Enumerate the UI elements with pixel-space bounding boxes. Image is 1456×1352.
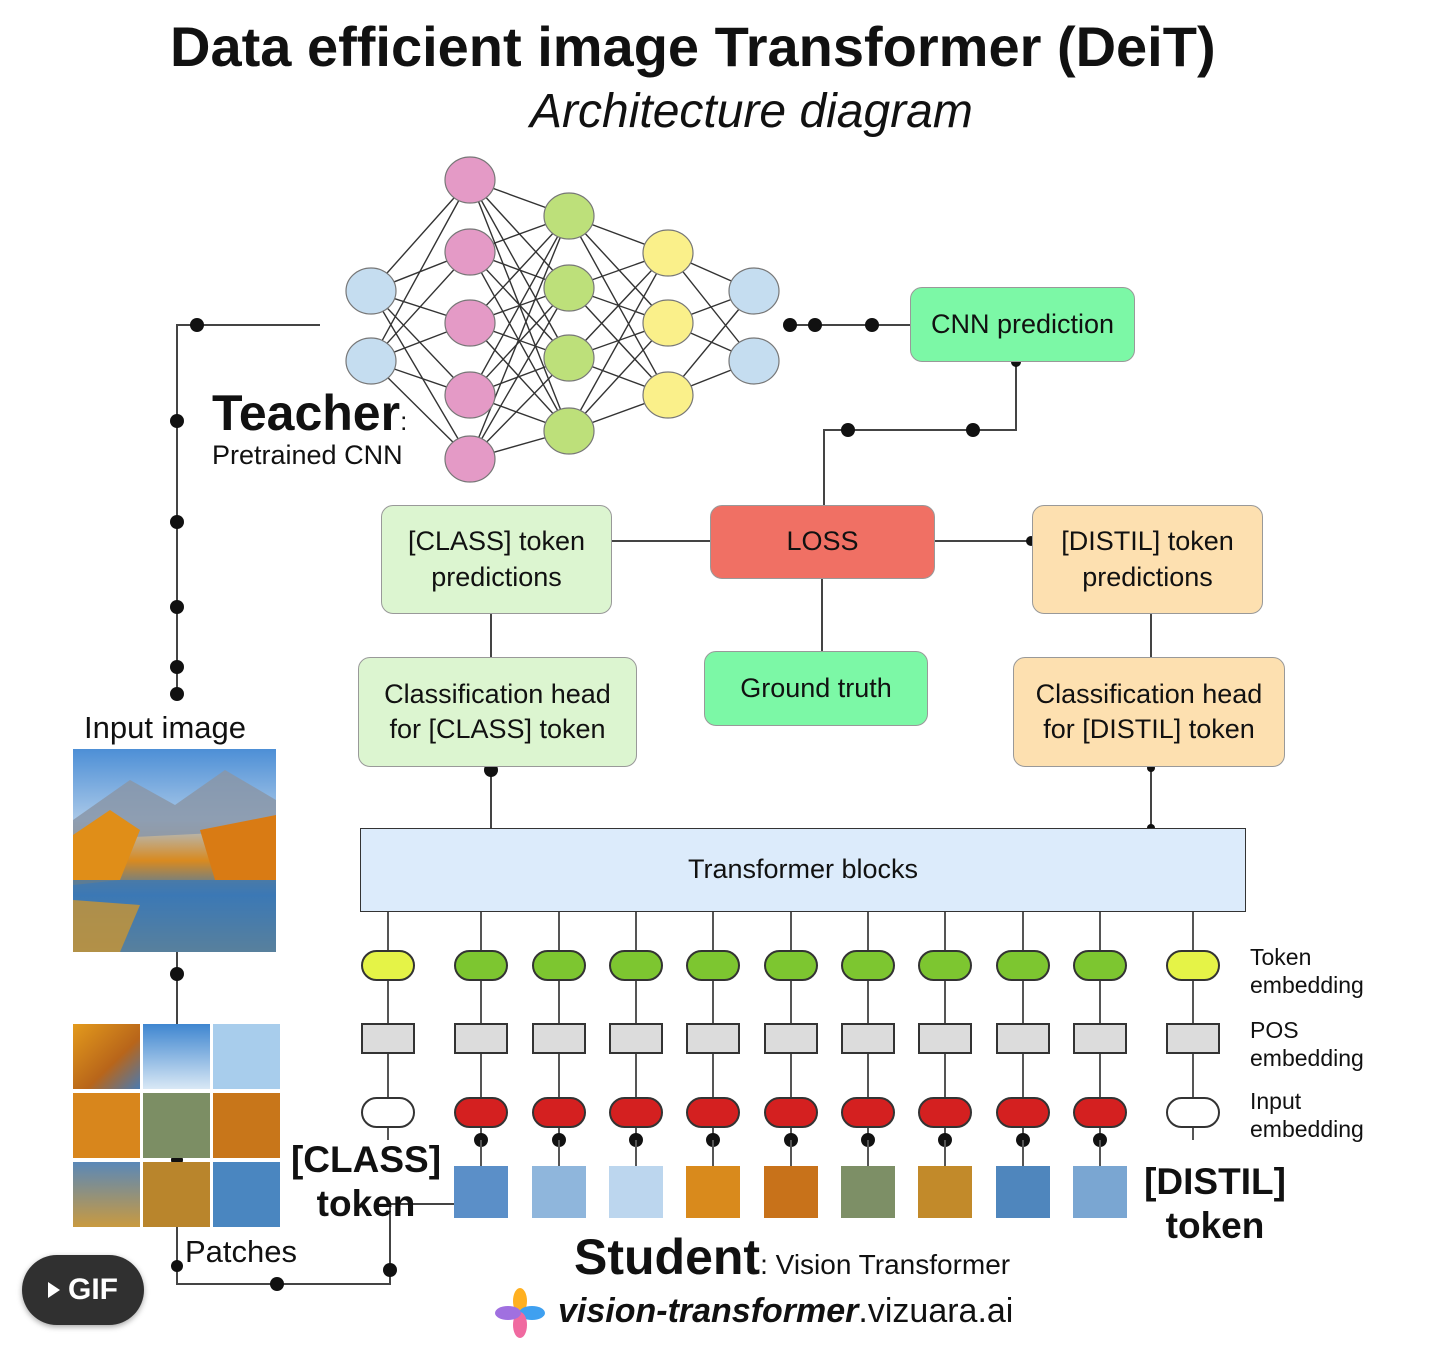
input-embedding-pill: [362, 1098, 414, 1127]
token-embedding-pill: [765, 951, 817, 980]
patch-thumbnail: [686, 1166, 740, 1218]
footer-brand-bold: vision-transformer: [558, 1292, 858, 1330]
pos-embedding-square: [997, 1024, 1049, 1053]
pos-embedding-square: [533, 1024, 585, 1053]
teacher-subtitle: Pretrained CNN: [212, 440, 403, 471]
legend-input-embedding: Input embedding: [1250, 1087, 1380, 1143]
pos-embedding-square: [1074, 1024, 1126, 1053]
gif-play-button[interactable]: GIF: [22, 1255, 144, 1325]
network-node-layer-2: [445, 436, 495, 482]
network-node-layer-2: [445, 372, 495, 418]
network-node-layer-2: [445, 229, 495, 275]
token-embedding-pill: [610, 951, 662, 980]
token-embedding-pill: [455, 951, 507, 980]
pos-embedding-square: [687, 1024, 739, 1053]
network-node-layer-3: [544, 335, 594, 381]
input-embedding-pill: [1074, 1098, 1126, 1127]
network-node-layer-3: [544, 265, 594, 311]
network-node-layer-1: [346, 338, 396, 384]
token-columns: [362, 912, 1219, 1218]
page-title: Data efficient image Transformer (DeiT): [170, 14, 1216, 79]
input-embedding-pill: [997, 1098, 1049, 1127]
input-image: [73, 749, 276, 952]
pos-embedding-square: [455, 1024, 507, 1053]
patch-thumbnail: [764, 1166, 818, 1218]
token-embedding-pill: [533, 951, 585, 980]
vizuara-logo: [495, 1288, 545, 1338]
class-head-box: Classification head for [CLASS] token: [358, 657, 637, 767]
class-token-predictions-box: [CLASS] token predictions: [381, 505, 612, 614]
ground-truth-box: Ground truth: [704, 651, 928, 726]
pos-embedding-square: [919, 1024, 971, 1053]
input-embedding-pill: [533, 1098, 585, 1127]
patch-thumbnail: [532, 1166, 586, 1218]
network-node-layer-2: [445, 157, 495, 203]
input-embedding-pill: [842, 1098, 894, 1127]
network-node-layer-5: [729, 338, 779, 384]
distil-token-predictions-box: [DISTIL] token predictions: [1032, 505, 1263, 614]
input-embedding-pill: [610, 1098, 662, 1127]
input-image-label: Input image: [84, 710, 246, 746]
pos-embedding-square: [362, 1024, 414, 1053]
patch-thumbnail: [996, 1166, 1050, 1218]
pos-embedding-square: [765, 1024, 817, 1053]
teacher-network-nodes: [346, 157, 779, 482]
class-token-label: [CLASS] token: [286, 1138, 446, 1226]
patches-label: Patches: [185, 1234, 297, 1270]
distil-token-label: [DISTIL] token: [1140, 1160, 1290, 1248]
token-embedding-pill: [687, 951, 739, 980]
token-embedding-pill: [997, 951, 1049, 980]
network-node-layer-2: [445, 300, 495, 346]
input-embedding-pill: [455, 1098, 507, 1127]
legend-pos-embedding: POS embedding: [1250, 1016, 1380, 1072]
distil-head-box: Classification head for [DISTIL] token: [1013, 657, 1285, 767]
pos-embedding-square: [610, 1024, 662, 1053]
token-embedding-pill: [842, 951, 894, 980]
transformer-blocks-box: Transformer blocks: [360, 828, 1246, 912]
student-label: Student: Vision Transformer: [574, 1228, 1010, 1286]
network-node-layer-1: [346, 268, 396, 314]
input-embedding-pill: [1167, 1098, 1219, 1127]
teacher-title: Teacher: [212, 385, 400, 441]
patch-thumbnail: [1073, 1166, 1127, 1218]
patch-thumbnail: [609, 1166, 663, 1218]
input-embedding-pill: [687, 1098, 739, 1127]
pos-embedding-square: [842, 1024, 894, 1053]
network-node-layer-5: [729, 268, 779, 314]
teacher-label: Teacher:: [212, 384, 407, 442]
student-subtitle: : Vision Transformer: [760, 1249, 1010, 1280]
play-icon: [48, 1282, 60, 1298]
token-embedding-pill: [1167, 951, 1219, 980]
page-subtitle: Architecture diagram: [530, 84, 973, 139]
legend-token-embedding: Token embedding: [1250, 943, 1380, 999]
patch-thumbnail: [841, 1166, 895, 1218]
student-title: Student: [574, 1229, 760, 1285]
footer-brand-domain: .vizuara.ai: [858, 1292, 1013, 1330]
network-node-layer-4: [643, 372, 693, 418]
footer-brand: vision-transformer.vizuara.ai: [558, 1292, 1013, 1331]
patch-thumbnail: [918, 1166, 972, 1218]
teacher-colon: :: [400, 406, 407, 436]
token-embedding-pill: [362, 951, 414, 980]
patch-thumbnail: [454, 1166, 508, 1218]
network-node-layer-4: [643, 300, 693, 346]
network-node-layer-3: [544, 193, 594, 239]
patches-grid: [73, 1024, 280, 1227]
network-node-layer-4: [643, 230, 693, 276]
gif-button-label: GIF: [68, 1273, 118, 1307]
pos-embedding-square: [1167, 1024, 1219, 1053]
loss-box: LOSS: [710, 505, 935, 579]
input-embedding-pill: [765, 1098, 817, 1127]
cnn-prediction-box: CNN prediction: [910, 287, 1135, 362]
network-node-layer-3: [544, 408, 594, 454]
input-embedding-pill: [919, 1098, 971, 1127]
token-embedding-pill: [1074, 951, 1126, 980]
token-embedding-pill: [919, 951, 971, 980]
